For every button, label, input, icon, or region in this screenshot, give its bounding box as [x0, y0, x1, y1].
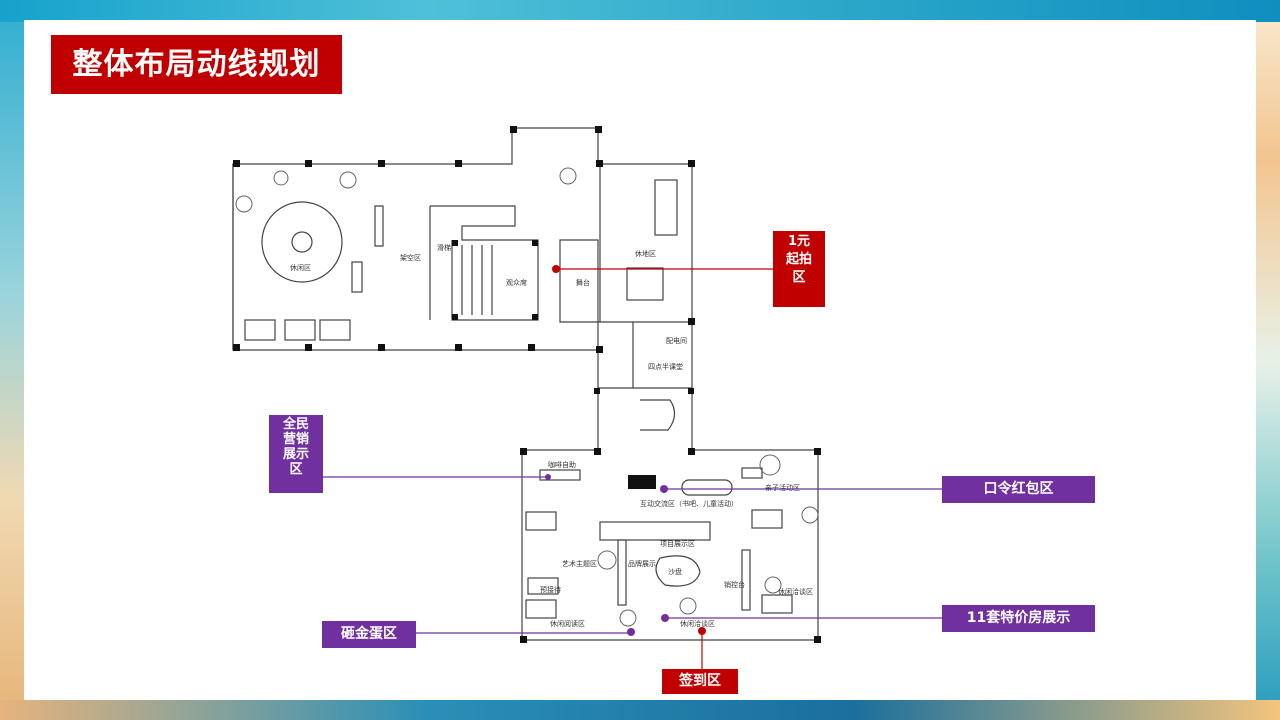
callout-auction: 1元 起拍 区 [773, 231, 825, 307]
callout-signin: 签到区 [662, 669, 738, 694]
plan-label-project-display: 项目展示区 [660, 540, 695, 548]
plan-label-art: 艺术主题区 [562, 559, 597, 568]
page-title: 整体布局动线规划 [72, 47, 321, 82]
plan-label-slide: 滑梯 [437, 243, 451, 252]
plan-label-stage: 舞台 [576, 278, 590, 287]
special-rooms-marker [661, 614, 669, 622]
plan-label-parent-child: 亲子活动区 [765, 483, 800, 492]
plan-label-audience: 观众席 [506, 278, 527, 287]
auction-marker [552, 265, 560, 273]
plan-label-coffee: 咖啡自助 [548, 460, 576, 469]
plan-label-reading: 休闲阅读区 [550, 619, 585, 628]
left-decoration [0, 22, 24, 702]
callout-golden-egg: 砸金蛋区 [322, 621, 416, 648]
signin-marker [698, 627, 706, 635]
marketing-marker [545, 474, 551, 480]
plan-label-reception: 预接待 [540, 585, 561, 594]
red-packet-marker [660, 485, 668, 493]
golden-egg-marker [627, 628, 635, 636]
plan-label-brand: 品牌展示 [628, 559, 656, 568]
title-banner: 整体布局动线规划 [51, 35, 342, 94]
callout-special-rooms: 11套特价房展示 [942, 605, 1095, 632]
plan-label-rest-area: 休闲区 [290, 263, 311, 272]
bottom-decoration [0, 700, 1280, 720]
plan-label-negotiation-bottom: 休闲洽谈区 [680, 619, 715, 628]
plan-label-power-room: 配电间 [666, 336, 687, 345]
plan-label-control-desk: 销控台 [724, 580, 745, 589]
plan-label-sand-table: 沙盘 [668, 567, 682, 576]
plan-label-classroom: 四点半课堂 [648, 362, 683, 371]
plan-label-negotiation-right: 休闲洽谈区 [778, 587, 813, 596]
right-decoration [1254, 22, 1280, 702]
plan-label-overhead: 架空区 [400, 253, 421, 262]
slide-card [24, 20, 1256, 700]
callout-markers [545, 265, 706, 636]
callout-marketing: 全民 营销 展示 区 [269, 415, 323, 493]
plan-label-interaction: 互动交流区（书吧、儿童活动） [640, 499, 738, 508]
plan-label-leisure: 休地区 [635, 249, 656, 258]
top-decoration [0, 0, 1280, 22]
callout-red-packet: 口令红包区 [942, 476, 1095, 503]
